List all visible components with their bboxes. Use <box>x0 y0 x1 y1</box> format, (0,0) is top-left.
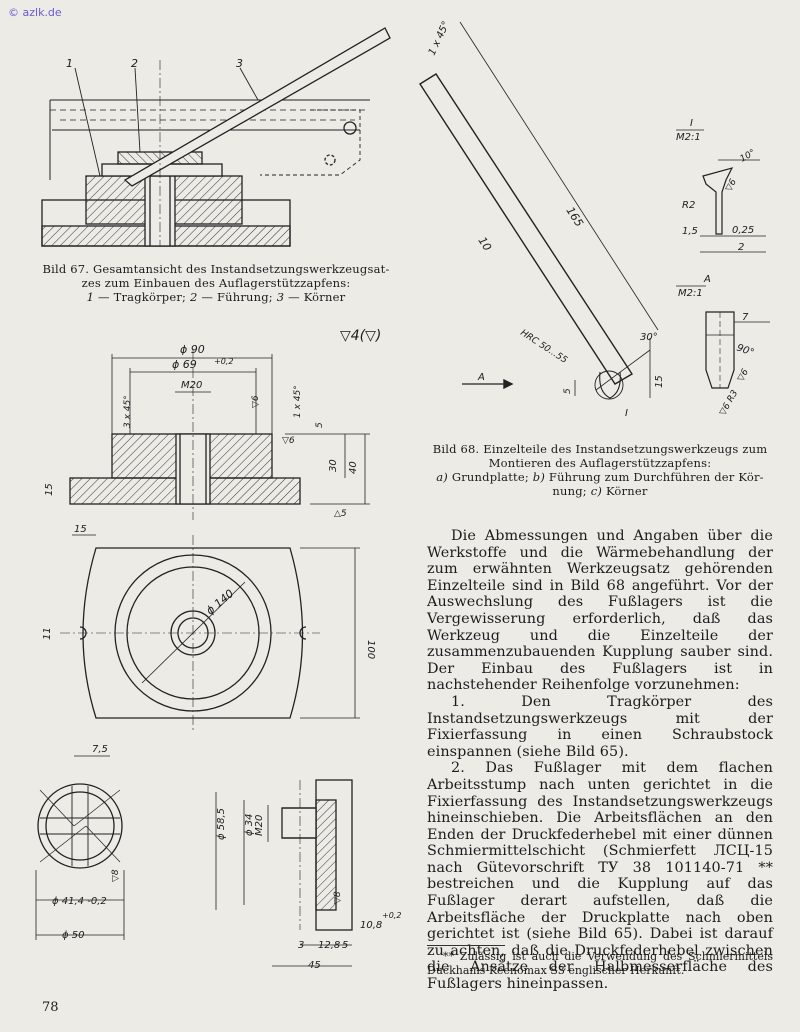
fig67-item3-num: 3 <box>276 290 285 304</box>
fig68-item-b-text: Führung zum Durchführen der Kör- <box>548 470 764 484</box>
fig67-caption-line1: Bild 67. Gesamtansicht des Instandsetzun… <box>42 262 390 276</box>
dim-d58: ϕ 58,5 <box>216 808 227 840</box>
dim-5: 5 <box>315 422 325 428</box>
figure-68a-section <box>69 350 370 520</box>
fig68-item-b-letter: b) <box>532 470 546 484</box>
detail-a <box>676 285 770 389</box>
detail-i-r2: R2 <box>682 200 695 211</box>
dim-10-8-tol: +0,2 <box>382 911 401 920</box>
detail-i-scale: M2:1 <box>676 132 701 143</box>
detail-a-7: 7 <box>742 312 749 323</box>
figure-68-caption: Bild 68. Einzelteile des Instandsetzungs… <box>420 442 780 498</box>
detail-a-90: 90° <box>735 342 755 358</box>
watermark: © azlk.de <box>8 6 62 19</box>
dim-d69-tol: +0,2 <box>214 357 233 366</box>
dim-k-hrc: HRC 50...55 <box>518 328 569 366</box>
dim-v8-left: ▽8 <box>111 869 121 882</box>
fig68-caption-line2: Montieren des Auflagerstützzapfens: <box>488 456 712 470</box>
detail-i-title: I <box>690 118 693 129</box>
dim-m20: M20 <box>181 380 202 391</box>
figure-68a-plan <box>60 534 360 730</box>
figure-68b-section <box>215 779 353 967</box>
page-number: 78 <box>42 1000 59 1015</box>
fig68-caption-items-a-b: a) Grundplatte; b) Führung zum Durchführ… <box>420 470 780 484</box>
dim-k-5: 5 <box>563 388 573 394</box>
fig68-item-a-text: Grundplatte; <box>451 470 529 484</box>
body-text: Die Abmessungen und Angaben über die Wer… <box>427 528 773 993</box>
dim-12-8: 12,8 <box>318 940 340 951</box>
figure-68c-punch <box>419 21 659 400</box>
dim-45: 45 <box>308 960 321 971</box>
figure-67-caption: Bild 67. Gesamtansicht des Instandsetzun… <box>34 262 398 304</box>
fig67-item2-text: Führung; <box>216 290 273 304</box>
detail-i <box>676 129 766 253</box>
fig67-label-2: 2 <box>131 57 138 70</box>
arrow-a-label: A <box>477 372 485 383</box>
dim-15-top: 15 <box>74 524 87 535</box>
dim-10-8: 10,8 <box>360 920 382 931</box>
dim-d41: ϕ 41,4 -0,2 <box>52 896 107 907</box>
fig68-item-b-cont: nung; <box>552 484 587 498</box>
dim-k-1x45: 1 x 45° <box>427 20 452 58</box>
body-paragraph-1: Die Abmessungen und Angaben über die Wer… <box>427 528 773 694</box>
fig67-item3-text: Körner <box>303 290 346 304</box>
dim-100: 100 <box>365 640 376 659</box>
detail-a-v6: ▽6 <box>736 367 751 383</box>
detail-i-10: 10° <box>739 148 758 165</box>
dim-15-side: 15 <box>44 483 55 496</box>
dim-k-10: 10 <box>475 235 494 254</box>
detail-a-scale: M2:1 <box>678 288 703 299</box>
body-paragraph-2: 1. Den Tragkörper des Instandsetzungswer… <box>427 693 773 760</box>
fig67-caption-line2: zes zum Einbauen des Auflagerstützzapfen… <box>81 276 351 290</box>
dim-7-5: 7,5 <box>92 744 108 755</box>
mark-i: I <box>625 408 628 419</box>
dim-d50: ϕ 50 <box>62 930 85 941</box>
dim-d140: ϕ 140 <box>204 587 237 617</box>
body-paragraph-3: 2. Das Fußlager mit dem flachen Arbeitss… <box>427 760 773 993</box>
fig67-item2-num: 2 <box>189 290 198 304</box>
dim-chamfer-1x45: 1 x 45° <box>293 385 303 418</box>
dim-11: 11 <box>42 627 53 640</box>
footnote: ** Zulässig ist auch die Verwendung des … <box>427 950 773 977</box>
dim-k-30: 30° <box>640 332 658 343</box>
dim-d90: ϕ 90 <box>180 343 205 356</box>
dim-v6b: ▽6 <box>282 436 295 446</box>
fig68-caption-line1: Bild 68. Einzelteile des Instandsetzungs… <box>432 442 768 456</box>
fig67-label-3: 3 <box>236 57 243 70</box>
dim-v8-mid: ▽8 <box>333 891 343 904</box>
dim-5b: 5 <box>342 940 348 951</box>
fig68-item-a-letter: a) <box>436 470 448 484</box>
dim-m20b: M20 <box>254 815 265 836</box>
fig68-item-c-text: Körner <box>605 484 648 498</box>
fig67-caption-items: 1 — Tragkörper; 2 — Führung; 3 — Körner <box>86 290 346 304</box>
dim-chamfer-3x45: 3 x 45° <box>123 395 133 428</box>
detail-a-r3: ▽6 R3 <box>718 388 741 417</box>
figure-68b-plan <box>35 755 125 940</box>
fig68-item-c-letter: c) <box>590 484 603 498</box>
dim-d34: ϕ 34 <box>244 814 255 837</box>
dim-k-15: 15 <box>654 375 665 388</box>
footnote-rule <box>427 945 505 946</box>
fig67-item1-text: Tragkörper; <box>113 290 187 304</box>
detail-a-title: A <box>703 274 711 285</box>
dim-d69: ϕ 69 <box>172 358 197 371</box>
detail-i-2: 2 <box>738 242 744 253</box>
dim-k-165: 165 <box>563 205 585 230</box>
dim-3: 3 <box>298 940 304 951</box>
dim-v5: △5 <box>334 509 347 519</box>
figure-67-assembly <box>41 27 391 247</box>
detail-i-1-5: 1,5 <box>682 226 698 237</box>
fig68-caption-items-b-c: nung; c) Körner <box>420 484 780 498</box>
dim-30: 30 <box>328 459 339 472</box>
fig67-item1-num: 1 <box>86 290 95 304</box>
surface-mark: ▽4(▽) <box>340 328 381 344</box>
dim-40: 40 <box>348 461 359 474</box>
detail-i-0-25: 0,25 <box>732 225 754 236</box>
fig67-label-1: 1 <box>66 57 73 70</box>
dim-v6: ▽6 <box>251 395 261 408</box>
